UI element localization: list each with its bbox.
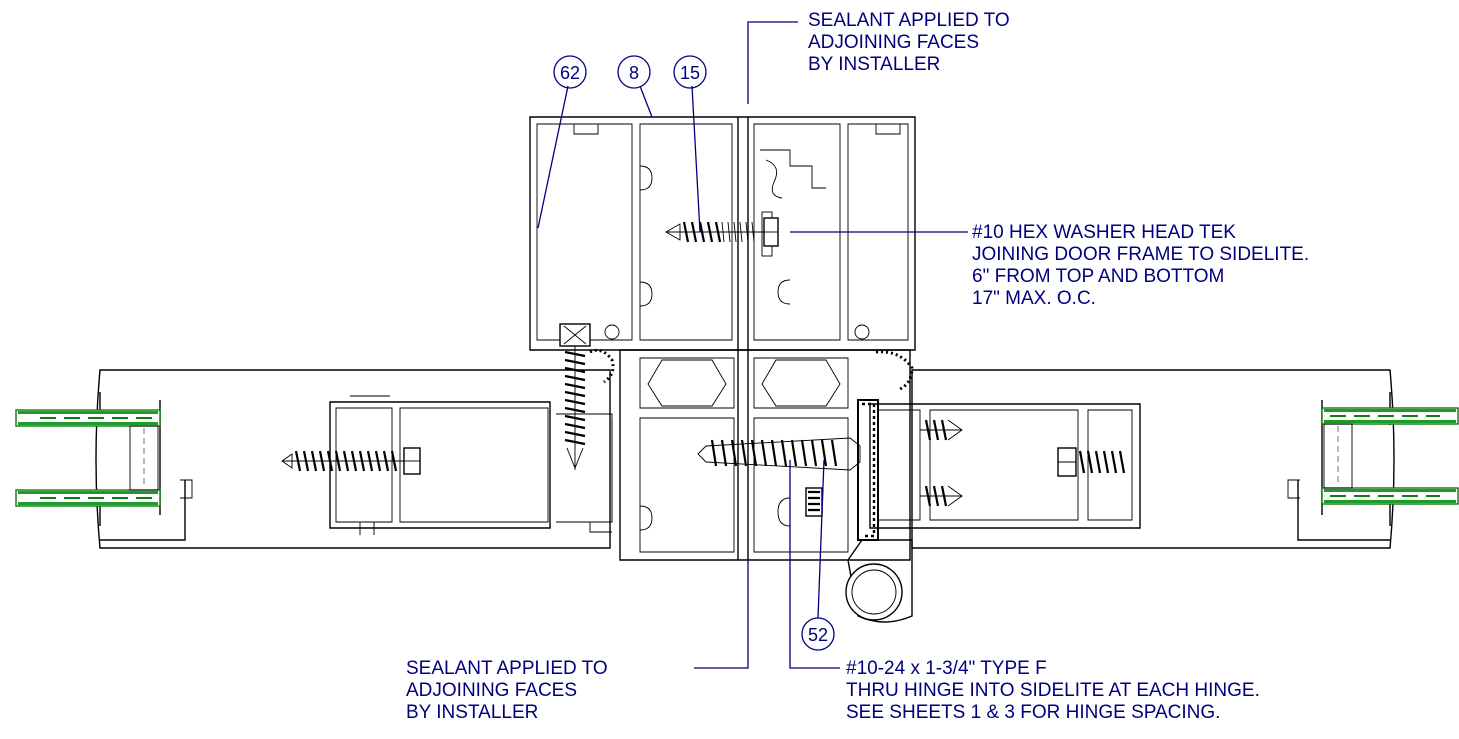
- callout-15: 15: [673, 55, 707, 89]
- note-hinge-screw-line-3: SEE SHEETS 1 & 3 FOR HINGE SPACING.: [846, 702, 1221, 723]
- note-sealant-bottom: SEALANT APPLIED TO ADJOINING FACES BY IN…: [406, 658, 608, 724]
- note-sealant-bottom-line-3: BY INSTALLER: [406, 702, 539, 723]
- left-rail-extrusion: [329, 395, 613, 535]
- note-tek-screw-line-4: 17" MAX. O.C.: [972, 288, 1096, 309]
- callout-52-label: 52: [808, 625, 828, 645]
- right-glazing: [1321, 407, 1459, 505]
- mullion-core: [589, 349, 911, 561]
- screw-52: [805, 487, 823, 517]
- right-rail-extrusion: [869, 403, 1141, 529]
- note-sealant-bottom-line-1: SEALANT APPLIED TO: [406, 658, 608, 679]
- note-tek-screw-line-3: 6" FROM TOP AND BOTTOM: [972, 266, 1225, 287]
- callout-8: 8: [617, 55, 651, 89]
- hinge-assembly: [845, 399, 913, 623]
- vertical-tek-screw: [559, 323, 591, 470]
- note-hinge-screw: #10-24 x 1-3/4" TYPE F THRU HINGE INTO S…: [846, 658, 1260, 724]
- callout-52: 52: [801, 617, 835, 651]
- tek-screw: [665, 217, 779, 247]
- note-tek-screw-line-1: #10 HEX WASHER HEAD TEK: [972, 222, 1236, 243]
- note-tek-screw: #10 HEX WASHER HEAD TEK JOINING DOOR FRA…: [972, 222, 1309, 310]
- left-rail-screw: [281, 450, 404, 472]
- left-glazing: [15, 409, 161, 507]
- leader-lines: [537, 21, 968, 669]
- note-sealant-top-line-2: ADJOINING FACES: [808, 32, 980, 53]
- note-sealant-bottom-line-2: ADJOINING FACES: [406, 680, 578, 701]
- note-hinge-screw-line-2: THRU HINGE INTO SIDELITE AT EACH HINGE.: [846, 680, 1260, 701]
- right-door-stile: [911, 369, 1395, 549]
- callout-62: 62: [553, 55, 587, 89]
- note-sealant-top-line-3: BY INSTALLER: [808, 54, 941, 75]
- note-sealant-top: SEALANT APPLIED TO ADJOINING FACES BY IN…: [808, 10, 1010, 76]
- sealant-beads: [589, 324, 914, 392]
- callout-8-label: 8: [629, 63, 639, 83]
- note-sealant-top-line-1: SEALANT APPLIED TO: [808, 10, 1010, 31]
- note-tek-screw-line-2: JOINING DOOR FRAME TO SIDELITE.: [972, 244, 1310, 265]
- right-hinge-screws: [920, 419, 963, 507]
- callout-62-label: 62: [560, 63, 580, 83]
- sidelite-frame: [529, 116, 916, 351]
- hinge-screw: [697, 437, 861, 471]
- note-hinge-screw-line-1: #10-24 x 1-3/4" TYPE F: [846, 658, 1047, 679]
- callout-15-label: 15: [680, 63, 700, 83]
